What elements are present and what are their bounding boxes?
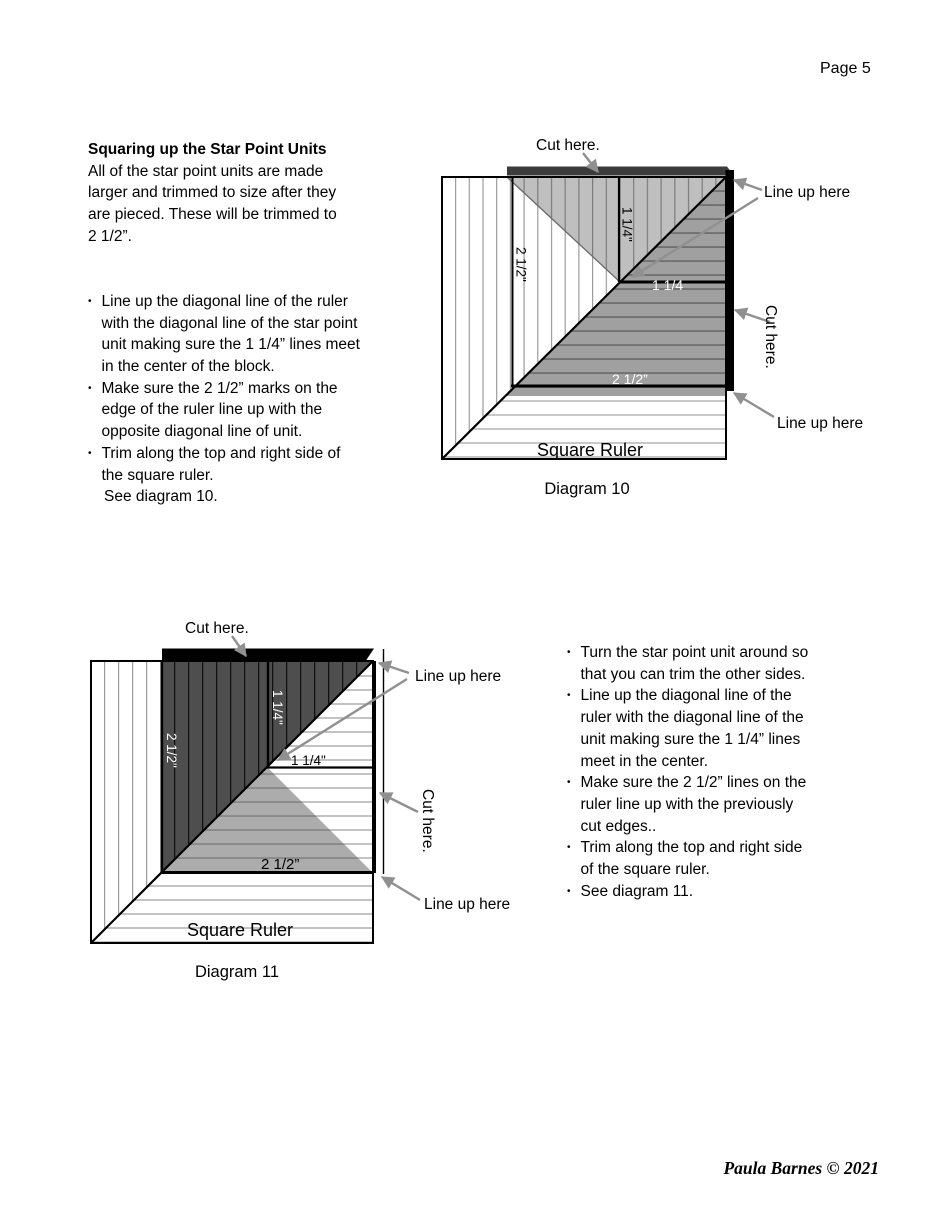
bullet-dot: • [567, 647, 571, 658]
callout-arrows [582, 152, 775, 419]
diagram-11: Cut here. Line up here Cut here. Line up… [90, 620, 510, 981]
bullet-item: •Trim along the top and right side of [88, 443, 433, 465]
bullet-line: ruler line up with the previously [580, 795, 794, 813]
bullet-dot: • [567, 885, 571, 897]
ruler-2half-vertical-label: 2 1/2" [514, 247, 529, 282]
ruler-1quarter-horizontal-label: 1 1/4" [291, 753, 326, 768]
bullet-line: meet in the center. [580, 752, 709, 770]
page-number: Page 5 [820, 60, 871, 77]
square-ruler-label: Square Ruler [187, 920, 293, 940]
bullet-dot: • [567, 690, 571, 702]
line-up-here-top-label: Line up here [764, 184, 850, 201]
intro-line: All of the star point units are made [88, 162, 324, 180]
right-trim-strip [725, 170, 734, 391]
callout-arrows [231, 635, 421, 902]
bullet-line: in the center of the block. [101, 358, 275, 376]
ruler-2half-horizontal-label: 2 1/2” [261, 856, 299, 873]
ruler-1quarter-horizontal-label: 1 1/4 [652, 277, 683, 293]
bullet-item: •Line up the diagonal line of the ruler [88, 291, 433, 313]
spacer [88, 248, 433, 291]
bullet-item: •Make sure the 2 1/2” marks on the [88, 378, 433, 400]
bullet-dot: • [567, 777, 571, 789]
square-ruler-label: Square Ruler [537, 440, 643, 460]
bullet-line: the square ruler. [101, 466, 214, 484]
bullet-dot: • [88, 382, 92, 394]
intro-line: 2 1/2”. [88, 227, 132, 245]
see-diagram-note: See diagram 10. [104, 488, 218, 506]
ruler-2half-horizontal-label: 2 1/2” [612, 371, 648, 387]
ruler-lines [441, 176, 727, 460]
bullet-dot: • [88, 447, 92, 459]
cut-here-right-label: Cut here. [419, 789, 436, 853]
cut-here-right-label: Cut here. [762, 305, 779, 369]
ruler-1quarter-vertical-label: 1 1/4" [620, 207, 635, 242]
unit-1quarter-vertical-label: 1 1/4" [270, 690, 285, 725]
bullet-item: •Make sure the 2 1/2” lines on the [567, 772, 902, 794]
cut-here-top-label: Cut here. [185, 620, 249, 637]
bullet-item: •Trim along the top and right side [567, 837, 902, 859]
diagram-10: Cut here. Line up here Cut here. Line up… [441, 137, 863, 498]
unit-2half-vertical-label: 2 1/2" [164, 733, 179, 768]
bullet-line: ruler with the diagonal line of the [580, 709, 804, 727]
intro-line: are pieced. These will be trimmed to [88, 206, 337, 224]
bullet-line: unit making sure the 1 1/4” lines meet [101, 336, 360, 354]
right-instruction-block: •Turn the star point unit around so that… [567, 642, 902, 902]
bullet-line: cut edges.. [580, 817, 657, 835]
bullet-item: •See diagram 11. [567, 881, 902, 903]
bullet-line: opposite diagonal line of unit. [101, 423, 303, 441]
diagram-caption: Diagram 10 [544, 480, 629, 498]
left-instruction-block: Squaring up the Star Point Units All of … [88, 139, 433, 508]
top-trim-strip [162, 648, 374, 661]
cut-here-top-label: Cut here. [536, 137, 600, 154]
bullet-line: of the square ruler. [580, 861, 710, 879]
section-heading: Squaring up the Star Point Units [88, 141, 327, 158]
bullet-dot: • [567, 842, 571, 854]
top-trim-strip [507, 166, 734, 176]
line-up-here-bottom-label: Line up here [424, 896, 510, 913]
bullet-line: unit making sure the 1 1/4” lines [580, 730, 801, 748]
ruler-lines [90, 660, 376, 944]
intro-line: larger and trimmed to size after they [88, 184, 337, 202]
line-up-here-top-label: Line up here [415, 668, 501, 685]
copyright-footer: Paula Barnes © 2021 [723, 1158, 879, 1178]
bullet-dot: • [88, 295, 92, 307]
bullet-line: with the diagonal line of the star point [101, 314, 358, 332]
bullet-line: that you can trim the other sides. [580, 665, 806, 683]
bullet-line: edge of the ruler line up with the [101, 401, 323, 419]
diagram-caption: Diagram 11 [195, 963, 279, 981]
line-up-here-bottom-label: Line up here [777, 415, 863, 432]
bullet-item: •Turn the star point unit around so [567, 642, 902, 664]
bullet-item: •Line up the diagonal line of the [567, 685, 902, 707]
